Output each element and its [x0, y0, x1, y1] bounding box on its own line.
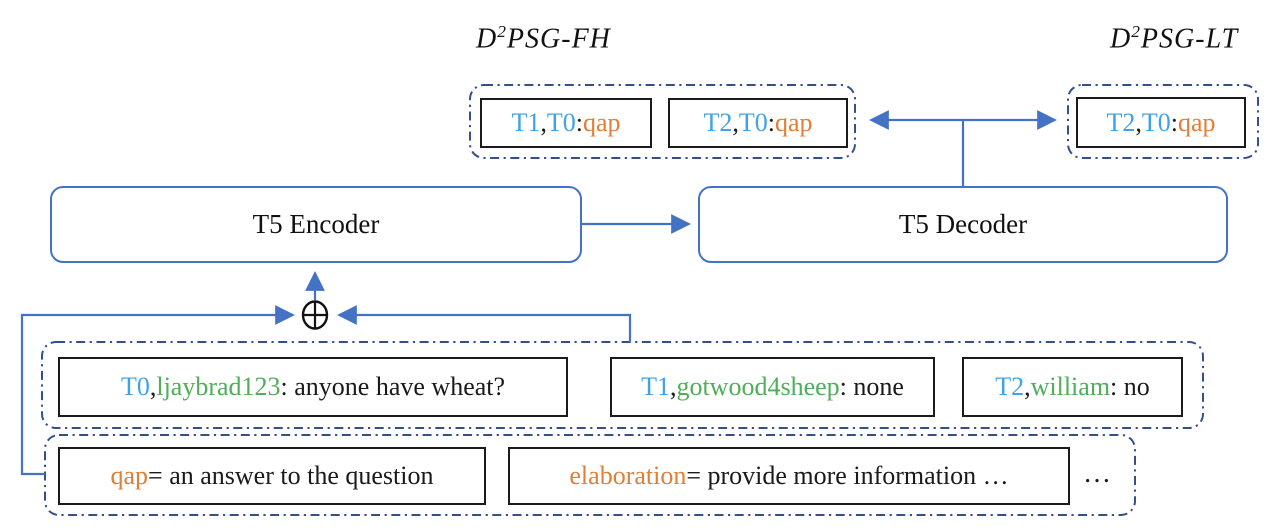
fh-title-base: D	[476, 23, 498, 55]
fh-title-rest: PSG-FH	[506, 23, 611, 55]
lt-title-superscript: 2	[1131, 22, 1141, 41]
concat-circled-plus-icon	[301, 300, 329, 330]
fh-title-superscript: 2	[497, 22, 507, 41]
t5-decoder-box: T5 Decoder	[698, 186, 1228, 263]
more-acts-ellipsis: …	[1083, 458, 1111, 489]
t5-decoder-label: T5 Decoder	[898, 209, 1028, 239]
utterances-to-concat-arrow	[337, 305, 632, 342]
lt-output-container	[1067, 84, 1259, 159]
lt-output-box: T2, T0: qap	[1076, 97, 1246, 148]
fh-output-box-2: T2, T0: qap	[668, 98, 848, 148]
lt-title-rest: PSG-LT	[1140, 23, 1239, 55]
act-definition-box-qap: qap = an answer to the question	[58, 447, 486, 505]
utterance-box-t0: T0, ljaybrad123: anyone have wheat?	[58, 357, 568, 417]
fh-model-title: D2PSG-FH	[476, 22, 611, 55]
act-definition-box-elaboration: elaboration = provide more information …	[508, 447, 1070, 505]
acts-to-concat-arrow	[20, 305, 295, 476]
lt-model-title: D2PSG-LT	[1110, 22, 1238, 55]
t5-encoder-label: T5 Encoder	[252, 209, 380, 239]
fh-output-box-1: T1, T0: qap	[480, 98, 652, 148]
utterance-box-t1: T1, gotwood4sheep: none	[610, 357, 935, 417]
t5-encoder-box: T5 Encoder	[50, 186, 582, 263]
utterance-box-t2: T2, william: no	[962, 357, 1183, 417]
lt-title-base: D	[1110, 23, 1132, 55]
utterance-input-container	[41, 341, 1204, 429]
